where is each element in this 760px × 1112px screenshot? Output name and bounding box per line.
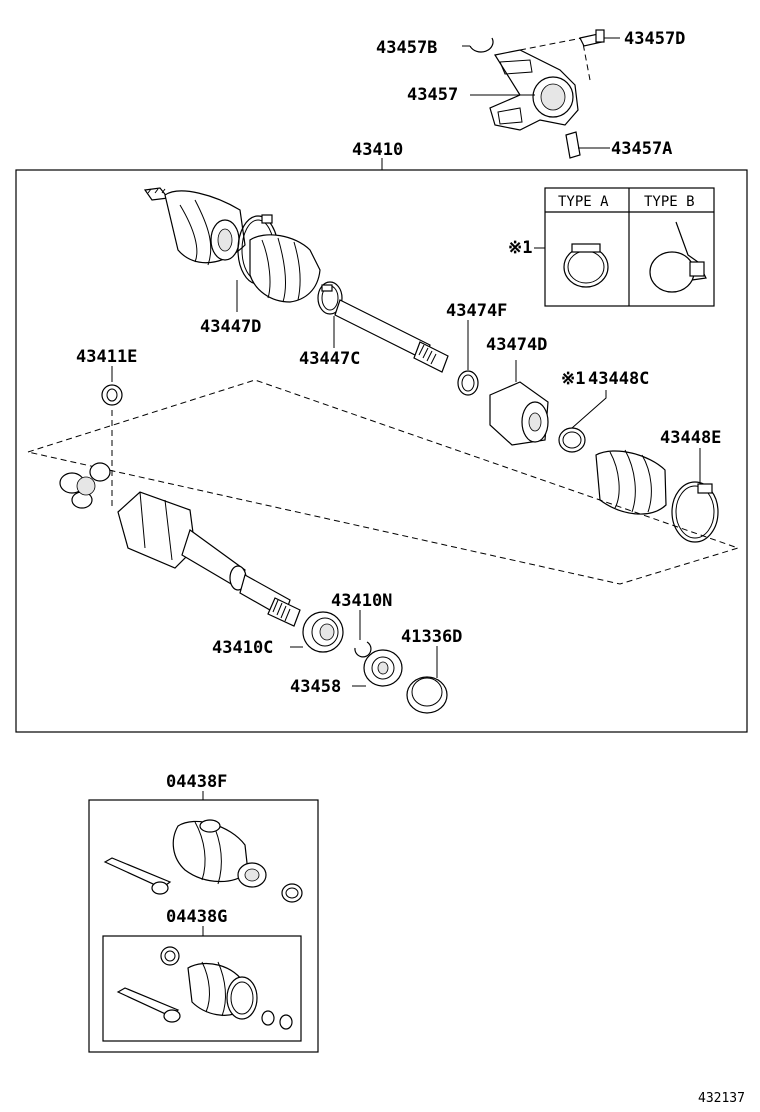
boot-kit-04438g-parts bbox=[116, 946, 293, 1030]
note-mark-type: ※1 bbox=[508, 238, 532, 258]
boot-kit-box-04438f bbox=[88, 799, 319, 1053]
note-mark-43448c: ※1 bbox=[561, 369, 585, 389]
snap-ring-43457b bbox=[469, 37, 494, 53]
boot-kit-box-04438g bbox=[102, 935, 302, 1042]
assembly-box-43410 bbox=[15, 169, 748, 733]
inboard-boot-43448e bbox=[595, 450, 667, 515]
type-b-header: TYPE B bbox=[644, 194, 695, 210]
label-43457: 43457 bbox=[407, 85, 458, 105]
snap-ring-43410n bbox=[354, 641, 372, 658]
label-43411e: 43411E bbox=[76, 347, 137, 367]
type-table: TYPE A TYPE B bbox=[544, 187, 715, 307]
label-04438g: 04438G bbox=[166, 907, 227, 927]
label-43410n: 43410N bbox=[331, 591, 392, 611]
label-43457d: 43457D bbox=[624, 29, 685, 49]
label-43447d: 43447D bbox=[200, 317, 261, 337]
type-a-header: TYPE A bbox=[558, 194, 609, 210]
bearing-bracket-assembly bbox=[469, 29, 605, 159]
label-43457a: 43457A bbox=[611, 139, 672, 159]
label-43410c: 43410C bbox=[212, 638, 273, 658]
figure-reference: 432137 bbox=[698, 1091, 745, 1106]
clamp-type-b bbox=[649, 251, 695, 293]
boot-kit-04438f-parts bbox=[103, 819, 303, 903]
tripod-joint bbox=[59, 462, 111, 509]
snap-ring-43411e bbox=[101, 384, 123, 406]
boot-clamp-43448e bbox=[671, 481, 719, 543]
label-41336d: 41336D bbox=[401, 627, 462, 647]
label-04438f: 04438F bbox=[166, 772, 227, 792]
label-43458: 43458 bbox=[290, 677, 341, 697]
clamp-43474f bbox=[457, 370, 479, 396]
dust-cover-41336d bbox=[406, 676, 448, 714]
outboard-joint-group bbox=[143, 187, 449, 373]
label-43410: 43410 bbox=[352, 140, 403, 160]
label-43448e: 43448E bbox=[660, 428, 721, 448]
bolt-43457a bbox=[565, 131, 581, 159]
label-43474f: 43474F bbox=[446, 301, 507, 321]
label-43457b: 43457B bbox=[376, 38, 437, 58]
label-43447c: 43447C bbox=[299, 349, 360, 369]
inboard-joint-region bbox=[27, 379, 740, 585]
clamp-type-a bbox=[563, 246, 609, 288]
label-43448c: 43448C bbox=[588, 369, 649, 389]
label-43474d: 43474D bbox=[486, 335, 547, 355]
inboard-joint-housing bbox=[117, 491, 301, 627]
